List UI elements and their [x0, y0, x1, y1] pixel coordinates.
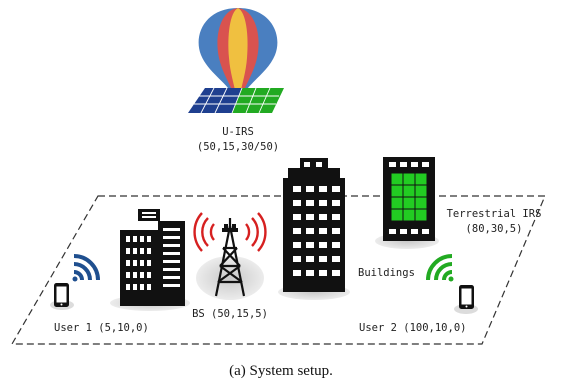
terrestrial-irs-label: Terrestrial IRS	[447, 208, 542, 220]
user1-signal-dot	[72, 276, 78, 282]
terrestrial-irs-coords: (80,30,5)	[466, 223, 523, 235]
uirs-label: U-IRS	[222, 126, 254, 138]
buildings-label: Buildings	[358, 267, 415, 279]
bs-antenna-head	[222, 224, 238, 232]
terrestrial-irs-building	[383, 157, 435, 241]
bs-label: BS (50,15,5)	[192, 308, 268, 320]
terrestrial-irs-panel	[390, 172, 428, 222]
uirs-coords: (50,15,30/50)	[197, 141, 279, 153]
user2-phone-icon	[459, 285, 474, 309]
figure-caption: (a) System setup.	[229, 363, 333, 379]
user2-signal-icon	[426, 254, 453, 281]
center-building	[283, 158, 345, 292]
user1-signal-icon	[73, 254, 100, 281]
bs-signal-waves	[193, 212, 267, 252]
user1-label: User 1 (5,10,0)	[54, 322, 149, 334]
base-station-tower	[214, 218, 246, 297]
user1-phone-icon	[54, 283, 69, 307]
user2-label: User 2 (100,10,0)	[359, 322, 466, 334]
user2-signal-dot	[448, 276, 454, 282]
left-buildings	[120, 209, 185, 306]
uirs-panel	[188, 87, 284, 114]
uirs-balloon	[188, 8, 284, 114]
balloon-envelope	[198, 8, 278, 95]
bs-shadow	[196, 256, 264, 300]
